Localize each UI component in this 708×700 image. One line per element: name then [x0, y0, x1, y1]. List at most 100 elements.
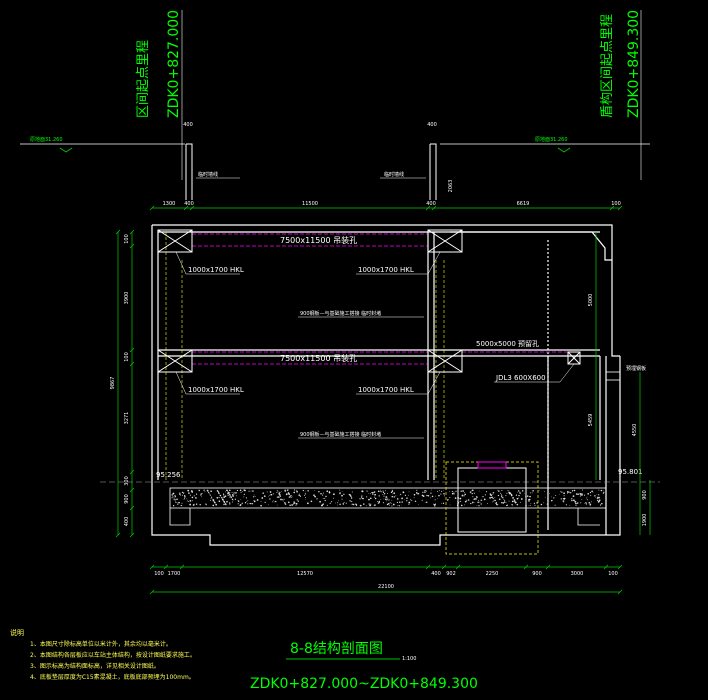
gravel-dot: [492, 497, 494, 500]
opening-lines: [192, 233, 568, 365]
gravel-dot: [498, 491, 500, 492]
gravel-dot: [378, 500, 381, 503]
gravel-dot: [468, 499, 470, 501]
gravel-dot: [227, 494, 229, 496]
gravel-dot: [284, 489, 287, 492]
gravel-dot: [507, 504, 508, 506]
gravel-dot: [369, 497, 372, 500]
gravel-dot: [395, 495, 397, 497]
gravel-dot: [598, 494, 600, 496]
gravel-dot: [345, 502, 347, 504]
gravel-dot: [570, 492, 572, 494]
gravel-dot: [569, 492, 571, 494]
gravel-dot: [339, 503, 341, 506]
gravel-dot: [471, 489, 473, 491]
gravel-dot: [310, 500, 313, 503]
dim-tick: [617, 564, 623, 570]
dim-top-label: 100: [611, 201, 621, 207]
dim-left-label: 3900: [124, 292, 130, 305]
gravel-dot: [518, 494, 520, 497]
dim-tick: [129, 229, 135, 235]
gravel-dot: [244, 502, 247, 504]
gravel-dot: [365, 505, 367, 507]
gravel-dot: [492, 501, 494, 503]
gravel-dot: [361, 495, 363, 497]
gravel-dot: [247, 503, 249, 505]
gravel-dot: [560, 498, 562, 500]
gravel-dot: [485, 491, 488, 493]
gravel-dot: [430, 492, 432, 494]
dim-tick: [115, 532, 121, 538]
gravel-dot: [194, 503, 195, 505]
gravel-dot: [528, 500, 530, 502]
gravel-dot: [380, 499, 381, 500]
gravel-dot: [200, 493, 202, 495]
gravel-dot: [229, 489, 231, 491]
dim-tick: [617, 589, 623, 595]
dim-tick: [603, 564, 609, 570]
gravel-dot: [575, 504, 577, 507]
gravel-dot: [382, 502, 384, 504]
gravel-dot: [490, 494, 493, 497]
gravel-dot: [459, 500, 460, 502]
gravel-dot: [181, 491, 184, 494]
gravel-dot: [513, 499, 514, 501]
gravel-dot: [501, 489, 503, 491]
gravel-dot: [531, 492, 533, 494]
gravel-dot: [369, 504, 372, 506]
gravel-dot: [231, 501, 233, 503]
gravel-dot: [250, 502, 252, 505]
gravel-dot: [484, 494, 486, 496]
gravel-dot: [378, 495, 380, 497]
gravel-dot: [417, 494, 419, 496]
gravel-dot: [471, 501, 474, 504]
hkl-mid-left-label: 1000x1700 HKL: [188, 386, 244, 394]
gravel-dot: [187, 489, 190, 492]
gravel-dot: [477, 501, 479, 504]
gravel-dot: [471, 492, 473, 495]
gravel-dot: [434, 505, 436, 507]
gravel-dot: [391, 502, 392, 504]
gravel-dot: [226, 490, 228, 492]
gravel-dot: [281, 491, 283, 492]
station-lines: [181, 10, 642, 180]
gravel-dot: [247, 500, 249, 502]
gravel-dot: [181, 504, 183, 507]
gravel-dot: [249, 503, 251, 504]
gravel-dot: [547, 498, 549, 500]
gravel-dot: [567, 491, 570, 493]
gravel-dot: [571, 490, 574, 492]
dashed-inner-lines: [165, 232, 445, 480]
gravel-dot: [413, 497, 415, 499]
gravel-dot: [474, 501, 476, 503]
gravel-dot: [253, 499, 255, 501]
gravel-dot: [517, 491, 518, 493]
note-item: 2、本图结构各层板应以车站主体结构，按设计图纸要求施工。: [30, 652, 196, 659]
wall-note-left: 临时墙线: [198, 171, 218, 178]
gravel-dot: [571, 499, 573, 502]
gravel-dot: [505, 502, 507, 503]
gravel-dot: [338, 500, 340, 502]
gravel-dot: [393, 496, 395, 498]
gravel-dot: [590, 495, 592, 496]
gravel-dot: [384, 490, 386, 492]
gravel-dot: [427, 494, 430, 497]
gravel-dot: [453, 493, 455, 495]
gravel-dot: [219, 494, 222, 497]
gravel-dot: [603, 491, 605, 494]
gravel-dot: [463, 504, 465, 506]
gravel-dot: [486, 502, 488, 504]
gravel-dot: [374, 493, 376, 496]
gravel-dot: [540, 503, 543, 506]
gravel-dot: [191, 500, 193, 502]
gravel-dot: [501, 495, 503, 498]
gravel-dot: [232, 495, 234, 497]
gravel-dot: [368, 492, 369, 494]
gravel-dot: [601, 502, 603, 505]
gravel-dot: [283, 500, 284, 502]
gravel-dot: [547, 500, 548, 501]
gravel-dot: [417, 504, 419, 505]
gravel-dot: [387, 498, 389, 500]
dim-left-label: 900: [124, 494, 130, 504]
